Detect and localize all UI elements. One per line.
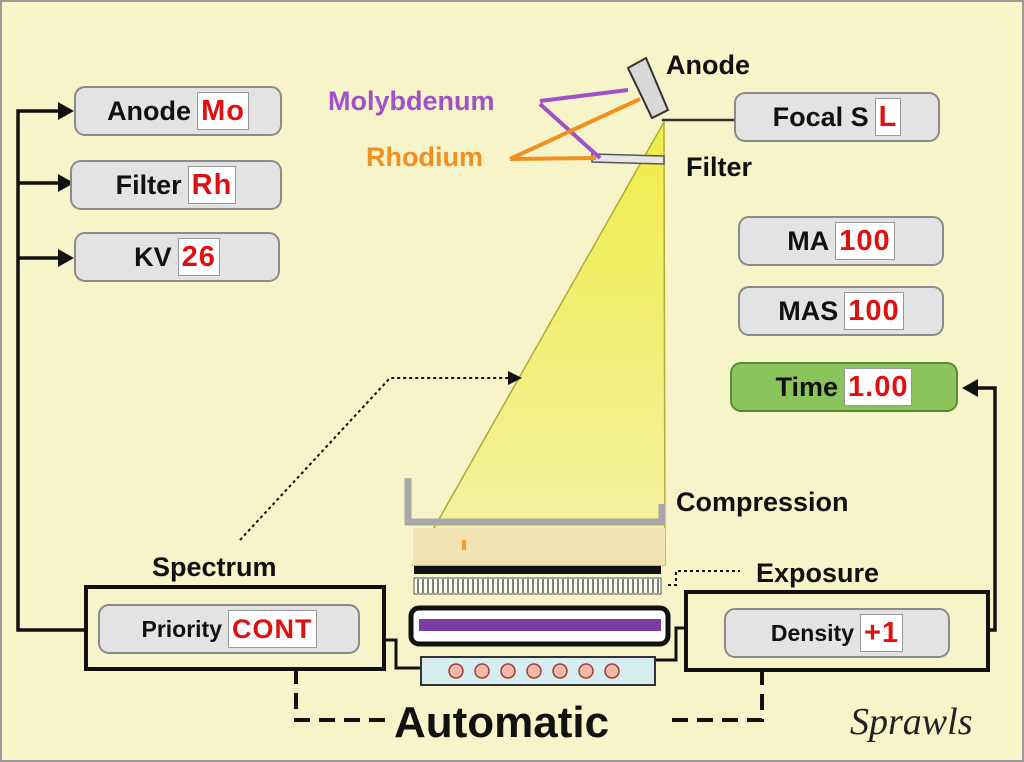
automatic-dash-left bbox=[294, 668, 385, 722]
density-control-value: +1 bbox=[860, 614, 904, 652]
anode-control-label: Anode bbox=[107, 95, 192, 126]
compression-label: Compression bbox=[676, 487, 849, 517]
time-control-label: Time bbox=[775, 371, 839, 402]
sensor-dots bbox=[448, 663, 620, 679]
priority-control-value: CONT bbox=[228, 610, 317, 648]
mas-control-label: MAS bbox=[778, 295, 839, 326]
rhodium-line-a bbox=[509, 97, 641, 161]
kv-control-value: 26 bbox=[177, 238, 220, 276]
sensor-dot bbox=[552, 663, 568, 679]
spectrum-connector bbox=[384, 638, 420, 670]
spectrum-frame bbox=[84, 585, 386, 671]
tissue-spot bbox=[462, 540, 466, 550]
ma-control[interactable]: MA 100 bbox=[738, 216, 944, 266]
spectrum-label: Spectrum bbox=[152, 552, 277, 582]
filter-control-label: Filter bbox=[115, 169, 182, 200]
anode-target bbox=[626, 56, 670, 120]
priority-control-label: Priority bbox=[141, 615, 223, 642]
priority-control[interactable]: Priority CONT bbox=[98, 604, 360, 654]
grid-lines bbox=[417, 579, 659, 593]
kv-control-label: KV bbox=[134, 241, 172, 272]
filter-label: Filter bbox=[686, 152, 753, 182]
molybdenum-label: Molybdenum bbox=[328, 86, 495, 116]
density-control-label: Density bbox=[770, 619, 854, 646]
right-loop-line bbox=[978, 386, 997, 632]
filter-control[interactable]: Filter Rh bbox=[70, 160, 282, 210]
compression-paddle bbox=[404, 478, 666, 526]
automatic-dash-right bbox=[672, 668, 764, 722]
focal-spot-value: L bbox=[874, 98, 902, 136]
sensor-dot bbox=[448, 663, 464, 679]
automatic-label: Automatic bbox=[394, 698, 610, 747]
density-control[interactable]: Density +1 bbox=[724, 608, 950, 658]
anode-control[interactable]: Anode Mo bbox=[74, 86, 282, 136]
rhodium-line-b bbox=[509, 156, 597, 161]
signature-label: Sprawls bbox=[850, 701, 973, 743]
sensor-dot bbox=[474, 663, 490, 679]
exposure-connector bbox=[656, 626, 686, 662]
breast-tissue bbox=[413, 528, 665, 565]
arrow-anode-icon bbox=[58, 102, 74, 120]
anode-control-value: Mo bbox=[197, 92, 249, 130]
time-control-value: 1.00 bbox=[844, 368, 913, 406]
mas-control-value: 100 bbox=[844, 292, 904, 330]
arrow-filter-icon bbox=[58, 174, 74, 192]
filter-plate bbox=[591, 153, 665, 165]
sensor-dot bbox=[500, 663, 516, 679]
time-control[interactable]: Time 1.00 bbox=[730, 362, 958, 412]
black-plate bbox=[414, 566, 661, 574]
exposure-label: Exposure bbox=[756, 558, 880, 588]
film-layer bbox=[419, 619, 661, 631]
spectrum-pointer-arrow-icon bbox=[508, 371, 522, 385]
sensor-dot bbox=[604, 663, 620, 679]
molybdenum-lines bbox=[539, 88, 629, 103]
sensor-dot bbox=[526, 663, 542, 679]
focal-spot-control[interactable]: Focal S L bbox=[734, 92, 940, 142]
rhodium-label: Rhodium bbox=[366, 142, 483, 172]
sensor-dot bbox=[578, 663, 594, 679]
kv-control[interactable]: KV 26 bbox=[74, 232, 280, 282]
mas-control[interactable]: MAS 100 bbox=[738, 286, 944, 336]
ma-control-label: MA bbox=[787, 225, 830, 256]
focal-spot-label: Focal S bbox=[772, 101, 869, 132]
arrow-time-icon bbox=[962, 379, 978, 397]
filter-control-value: Rh bbox=[187, 166, 237, 204]
anode-label: Anode bbox=[666, 50, 750, 80]
ma-control-value: 100 bbox=[835, 222, 895, 260]
xray-beam bbox=[411, 119, 666, 566]
left-loop-line bbox=[16, 109, 85, 632]
arrow-kv-icon bbox=[58, 249, 74, 267]
exposure-frame bbox=[684, 590, 990, 672]
exposure-dotted-link bbox=[668, 570, 740, 586]
spectrum-pointer bbox=[239, 377, 512, 541]
